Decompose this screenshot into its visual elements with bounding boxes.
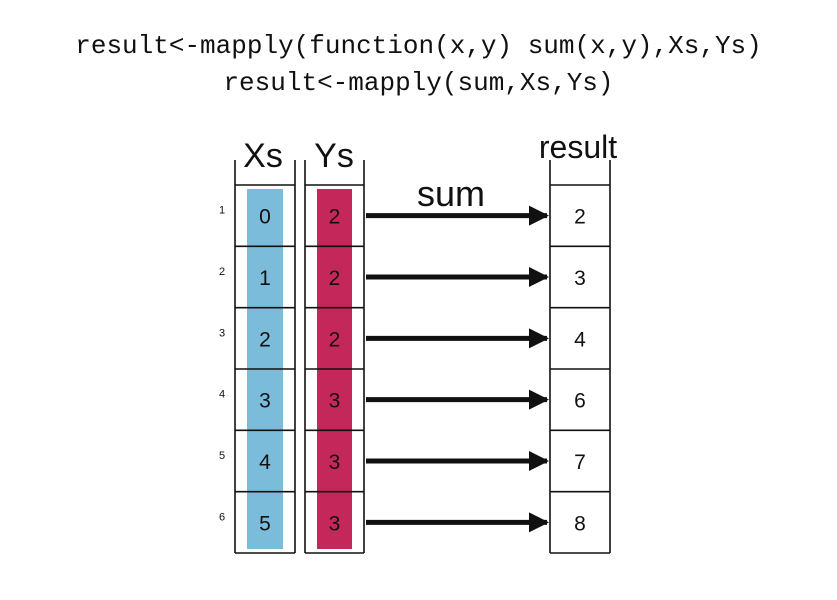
xs-cell-value: 4 [259, 451, 271, 474]
result-cell-value: 6 [574, 390, 586, 413]
row-index-label: 2 [219, 266, 225, 278]
xs-cell-value: 2 [259, 328, 271, 351]
xs-column-header: Xs [243, 137, 283, 175]
row-index-label: 4 [219, 389, 225, 401]
ys-cell-value: 2 [329, 328, 341, 351]
result-cell-value: 3 [574, 267, 586, 290]
result-column-header: result [539, 129, 617, 165]
ys-cell-value: 3 [329, 390, 341, 413]
xs-cell-value: 3 [259, 390, 271, 413]
ys-column: 2 2 2 3 3 3 [304, 160, 365, 554]
xs-cell-value: 1 [259, 267, 271, 290]
result-cell-value: 2 [574, 206, 586, 229]
row-index-label: 5 [219, 450, 225, 462]
row-indices: 1 2 3 4 5 6 [219, 205, 225, 524]
ys-column-header: Ys [314, 137, 354, 175]
result-cell-value: 7 [574, 451, 586, 474]
code-line-multiarg: result<-mapply(function(x,y) sum(x,y),Xs… [75, 31, 762, 61]
code-line-sum: result<-mapply(sum,Xs,Ys) [223, 68, 614, 98]
result-cell-value: 4 [574, 328, 586, 351]
xs-column: 0 1 2 3 4 5 [234, 160, 296, 554]
ys-cell-value: 2 [329, 267, 341, 290]
ys-cell-value: 2 [329, 206, 341, 229]
ys-cell-value: 3 [329, 512, 341, 535]
result-cell-value: 8 [574, 512, 586, 535]
result-column: 2 3 4 6 7 8 [549, 160, 611, 554]
row-index-label: 6 [219, 511, 225, 523]
row-index-label: 1 [219, 205, 225, 217]
xs-cell-value: 5 [259, 512, 271, 535]
row-index-label: 3 [219, 327, 225, 339]
ys-cell-value: 3 [329, 451, 341, 474]
sum-operation-label: sum [417, 173, 485, 214]
arrows [366, 205, 549, 533]
xs-cell-value: 0 [259, 206, 271, 229]
